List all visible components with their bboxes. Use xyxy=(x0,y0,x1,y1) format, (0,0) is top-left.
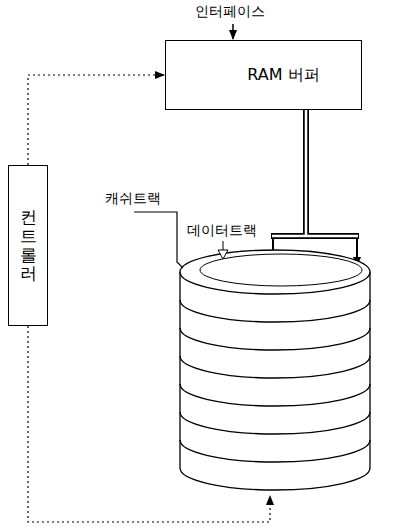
node-text: RAM 버퍼 xyxy=(247,65,319,86)
platter-edge xyxy=(180,384,370,406)
callout-label: 데이터트랙 xyxy=(186,222,258,240)
cache-track xyxy=(180,250,370,294)
platter-edge xyxy=(180,440,370,462)
disk-body xyxy=(180,272,370,468)
platter-edge xyxy=(180,300,370,322)
data-track xyxy=(200,254,362,286)
buffer-box: RAM 버퍼 xyxy=(165,40,362,110)
control-connector xyxy=(28,75,164,165)
leader-line xyxy=(223,241,224,250)
disk-stack xyxy=(180,250,370,490)
callout-label: 인터페이스 xyxy=(194,3,266,21)
platter-edge xyxy=(180,468,370,490)
hollow-arrowhead xyxy=(218,250,228,259)
controller-box: 컨트롤러 xyxy=(8,165,48,326)
data-path-inner xyxy=(272,110,358,236)
callout-label: 캐쉬트랙 xyxy=(104,190,162,208)
control-line xyxy=(28,326,270,522)
interface-arrow xyxy=(232,24,234,39)
platter-edge xyxy=(180,328,370,350)
node-text: 컨트롤러 xyxy=(20,208,37,283)
data-path-outer xyxy=(271,110,359,236)
platter-edge xyxy=(180,356,370,378)
leader-line xyxy=(134,212,183,268)
platter-edge xyxy=(180,412,370,434)
